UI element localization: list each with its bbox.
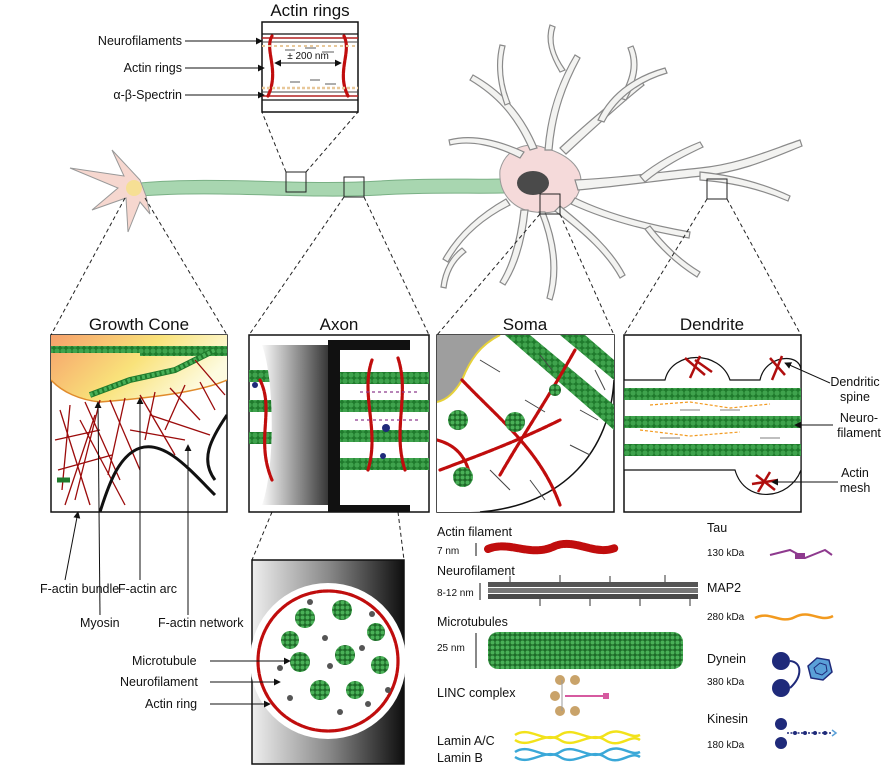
label-cs-actin-ring: Actin ring xyxy=(145,697,197,711)
ring-spacing-label: ± 200 nm xyxy=(287,51,329,62)
legend-kinesin-name: Kinesin xyxy=(707,712,748,726)
legend-dynein-glyph xyxy=(772,652,833,697)
legend-kinesin-size: 180 kDa xyxy=(707,740,745,751)
legend-neurofilament-size: 8-12 nm xyxy=(437,588,474,599)
legend-filaments: Actin filament 7 nm Neurofilament 8-12 n… xyxy=(437,525,698,765)
legend-microtubules-name: Microtubules xyxy=(437,615,508,629)
actin-rings-inset: Actin rings ± 200 nm Neurofilaments Acti… xyxy=(98,1,359,113)
zoom-connectors xyxy=(50,111,802,561)
legend-linc-glyph xyxy=(550,675,609,716)
legend-map2-glyph xyxy=(754,613,834,621)
legend-lamin-b-glyph xyxy=(514,747,641,757)
label-f-actin-network: F-actin network xyxy=(158,616,244,630)
legend-tau-size: 130 kDa xyxy=(707,548,745,559)
actin-rings-title: Actin rings xyxy=(270,1,349,20)
label-actin-mesh-2: mesh xyxy=(840,481,871,495)
legend-proteins: Tau 130 kDa MAP2 280 kDa Dynein 380 kDa … xyxy=(707,521,838,751)
legend-actin-filament-name: Actin filament xyxy=(437,525,513,539)
label-cs-neurofilament: Neurofilament xyxy=(120,675,198,689)
label-actin-mesh-1: Actin xyxy=(841,466,869,480)
soma-panel: Soma xyxy=(436,315,615,513)
legend-microtubules-size: 25 nm xyxy=(437,643,465,654)
legend-actin-filament-glyph xyxy=(484,539,619,555)
neuron-overview xyxy=(69,24,803,301)
label-actin-rings: Actin rings xyxy=(124,61,182,75)
label-myosin: Myosin xyxy=(80,616,120,630)
axon-title: Axon xyxy=(320,315,359,334)
legend-map2-name: MAP2 xyxy=(707,581,741,595)
label-dendritic-spine-1: Dendritic xyxy=(830,375,879,389)
legend-neurofilament-name: Neurofilament xyxy=(437,564,515,578)
legend-kinesin-glyph xyxy=(775,718,838,749)
label-dendrite-neurofilament-1: Neuro- xyxy=(840,411,878,425)
label-neurofilaments: Neurofilaments xyxy=(98,34,182,48)
zoom-box-soma xyxy=(539,193,561,215)
label-spectrin: α-β-Spectrin xyxy=(113,88,182,102)
growth-cone-panel: Growth Cone F-actin bun xyxy=(40,315,244,630)
growth-cone-title: Growth Cone xyxy=(89,315,189,334)
legend-map2-size: 280 kDa xyxy=(707,612,745,623)
dendrite-title: Dendrite xyxy=(680,315,744,334)
label-dendritic-spine-2: spine xyxy=(840,390,870,404)
label-dendrite-neurofilament-2: filament xyxy=(837,426,881,440)
legend-lamin-ac-name: Lamin A/C xyxy=(437,734,495,748)
legend-linc-name: LINC complex xyxy=(437,686,516,700)
label-f-actin-bundle: F-actin bundle xyxy=(40,582,119,596)
axon-cross-section: Microtubule Neurofilament Actin ring xyxy=(120,559,406,765)
legend-neurofilament-glyph xyxy=(488,575,698,606)
soma-title: Soma xyxy=(503,315,548,334)
zoom-box-dendrite xyxy=(706,178,728,200)
legend-dynein-size: 380 kDa xyxy=(707,677,745,688)
label-cs-microtubule: Microtubule xyxy=(132,654,197,668)
axon-shaft xyxy=(139,177,529,197)
zoom-box-axon xyxy=(343,176,365,198)
legend-tau-name: Tau xyxy=(707,521,727,535)
label-f-actin-arc: F-actin arc xyxy=(118,582,177,596)
dendrite-panel: Dendrite Dendritic spine Neuro- filament xyxy=(623,315,881,513)
zoom-box-actin-rings xyxy=(285,171,307,193)
legend-microtubules-glyph xyxy=(488,632,683,669)
legend-dynein-name: Dynein xyxy=(707,652,746,666)
growth-cone-tip xyxy=(69,149,151,233)
legend-lamin-ac-glyph xyxy=(514,730,641,740)
nucleus xyxy=(517,171,549,195)
legend-lamin-b-name: Lamin B xyxy=(437,751,483,765)
axon-panel: Axon xyxy=(248,315,430,513)
legend-actin-filament-size: 7 nm xyxy=(437,546,459,557)
